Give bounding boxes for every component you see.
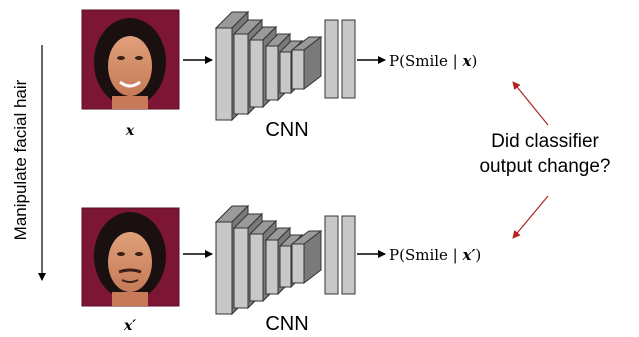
face-image-manipulated <box>81 207 180 307</box>
output-probability-2: P(Smile | x′) <box>389 246 481 264</box>
manipulation-label: Manipulate facial hair <box>11 79 30 240</box>
image-label-x: x <box>125 123 135 139</box>
face-image-original <box>81 9 180 110</box>
cnn-network-2 <box>214 204 356 316</box>
row-original: x CNN P(Smile | x) <box>81 9 477 141</box>
question-line-1: Did classifier <box>491 131 599 152</box>
compare-arrow-down <box>512 195 549 239</box>
output-probability-1: P(Smile | x) <box>389 52 477 70</box>
row-manipulated: x′ CNN P(Smile | x′) <box>81 204 481 335</box>
network-label-2: CNN <box>265 313 308 335</box>
question-line-2: output change? <box>479 156 610 177</box>
network-label-1: CNN <box>265 119 308 141</box>
image-label-x-prime: x′ <box>123 318 136 334</box>
compare-arrow-up <box>512 81 549 126</box>
cnn-network-1 <box>214 10 356 122</box>
